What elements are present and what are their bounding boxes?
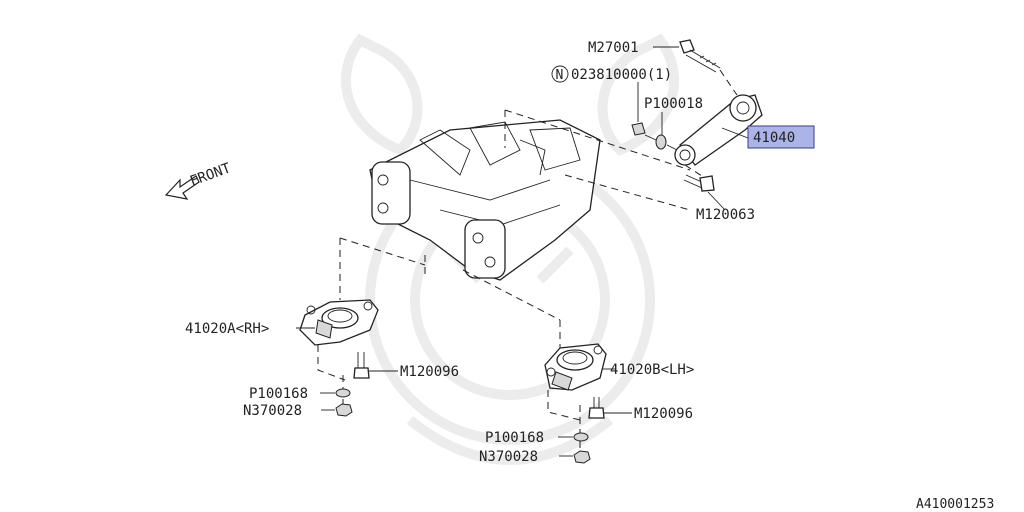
bolt-rh-m120096: M120096: [353, 352, 459, 380]
bolt-m120063: M120063: [683, 164, 755, 223]
nut-023810000: N 023810000(1): [551, 65, 672, 136]
leader-dashes: [317, 109, 691, 458]
highlight-41040[interactable]: [747, 125, 815, 149]
figure-id: A410001253: [916, 497, 994, 512]
callout-023810000: 023810000(1): [571, 67, 672, 83]
front-arrow: FRONT: [164, 160, 234, 200]
front-label: FRONT: [188, 160, 234, 190]
n-symbol: N: [556, 68, 564, 83]
callout-41020a: 41020A<RH>: [185, 321, 269, 337]
callout-41040-group[interactable]: 41040: [721, 125, 815, 149]
callout-rh-n370028: N370028: [243, 403, 302, 419]
bolt-lh-m120096: M120096: [588, 397, 693, 422]
callout-41020b: 41020B<LH>: [610, 362, 694, 378]
engine-mount-rh: 41020A<RH>: [185, 299, 379, 346]
washer-rh-p100168: P100168: [249, 386, 351, 402]
callout-rh-m120096: M120096: [400, 364, 459, 380]
washer-lh-p100168: P100168: [485, 430, 589, 446]
nut-rh-n370028: N370028: [243, 403, 353, 419]
callout-m27001: M27001: [588, 40, 639, 56]
callout-41040[interactable]: 41040: [753, 130, 795, 146]
callout-m120063: M120063: [696, 207, 755, 223]
callout-lh-p100168: P100168: [485, 430, 544, 446]
bolt-m27001: M27001: [588, 39, 738, 96]
pitching-stopper-41040: [674, 94, 763, 166]
callout-p100018: P100018: [644, 96, 703, 112]
engine-block: [369, 119, 601, 281]
nut-lh-n370028: N370028: [479, 449, 591, 465]
callout-rh-p100168: P100168: [249, 386, 308, 402]
engine-mount-lh: 41020B<LH>: [544, 343, 694, 391]
washer-p100018: P100018: [644, 96, 703, 151]
callout-lh-n370028: N370028: [479, 449, 538, 465]
callout-lh-m120096: M120096: [634, 406, 693, 422]
